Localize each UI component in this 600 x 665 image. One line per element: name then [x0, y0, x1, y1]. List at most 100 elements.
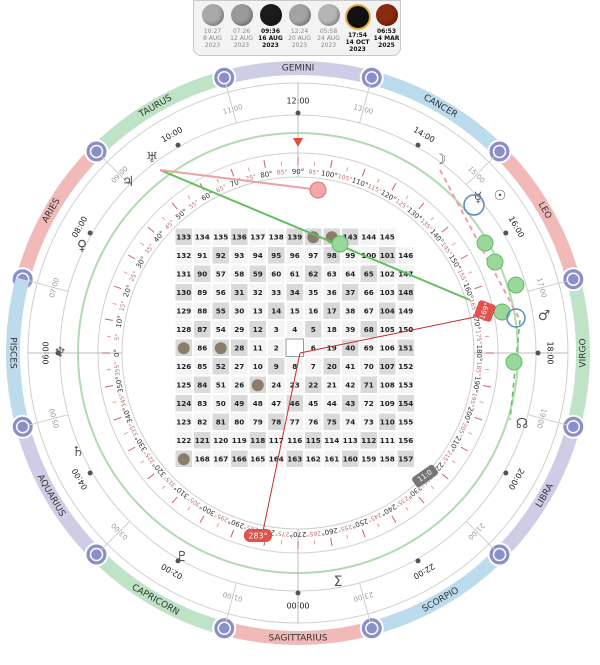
grid-cell[interactable]	[396, 357, 415, 376]
grid-cell[interactable]	[322, 264, 341, 283]
grid-cell[interactable]	[230, 320, 249, 339]
grid-cell[interactable]	[304, 264, 323, 283]
grid-cell[interactable]	[211, 412, 230, 431]
grid-cell[interactable]	[174, 264, 193, 283]
grid-cell[interactable]	[359, 394, 378, 413]
grid-cell[interactable]	[378, 412, 397, 431]
moon-phase-item[interactable]: 07:26 12 AUG 2023	[227, 4, 256, 49]
jupiter-icon[interactable]: ♃	[122, 174, 135, 190]
current-day-cell[interactable]	[285, 338, 304, 357]
grid-cell[interactable]	[211, 431, 230, 450]
grid-cell[interactable]	[396, 375, 415, 394]
grid-cell[interactable]	[396, 431, 415, 450]
grid-cell[interactable]	[396, 246, 415, 265]
grid-cell[interactable]	[322, 320, 341, 339]
grid-cell[interactable]	[304, 394, 323, 413]
grid-cell[interactable]	[359, 227, 378, 246]
grid-cell[interactable]	[285, 431, 304, 450]
grid-cell[interactable]	[285, 449, 304, 468]
sun-degree-tag[interactable]	[473, 299, 496, 322]
grid-cell[interactable]	[304, 246, 323, 265]
grid-cell[interactable]	[304, 338, 323, 357]
grid-cell[interactable]	[230, 449, 249, 468]
grid-cell[interactable]	[193, 227, 212, 246]
moon-phase-item[interactable]: 10:27 8 AUG 2023	[198, 4, 227, 49]
grid-cell[interactable]	[285, 301, 304, 320]
grid-cell[interactable]	[322, 283, 341, 302]
grid-cell[interactable]	[193, 283, 212, 302]
grid-cell[interactable]	[248, 264, 267, 283]
grid-cell[interactable]	[174, 394, 193, 413]
grid-cell[interactable]	[230, 394, 249, 413]
grid-cell[interactable]	[248, 320, 267, 339]
grid-cell[interactable]	[396, 283, 415, 302]
grid-cell[interactable]	[322, 412, 341, 431]
uranus-icon[interactable]: ♅	[146, 150, 159, 166]
grid-cell[interactable]	[341, 357, 360, 376]
planet-markers[interactable]: ♅♃♀♆♄♇Σ☽☿♂☉☊169°283°11:0	[54, 150, 551, 590]
grid-cell[interactable]	[230, 301, 249, 320]
grid-cell[interactable]	[285, 320, 304, 339]
grid-cell[interactable]	[248, 412, 267, 431]
grid-cell[interactable]	[285, 264, 304, 283]
grid-cell[interactable]	[341, 412, 360, 431]
pluto-icon[interactable]: ♇	[176, 549, 189, 565]
grid-cell[interactable]	[230, 246, 249, 265]
grid-cell[interactable]	[248, 301, 267, 320]
grid-cell[interactable]	[230, 264, 249, 283]
grid-cell[interactable]	[378, 449, 397, 468]
highlight-degree-tag[interactable]	[244, 529, 272, 542]
zodiac-sign-icon[interactable]	[359, 616, 384, 641]
grid-cell[interactable]	[341, 449, 360, 468]
grid-cell[interactable]	[193, 375, 212, 394]
grid-cell[interactable]	[230, 283, 249, 302]
grid-cell[interactable]	[211, 375, 230, 394]
grid-cell[interactable]	[359, 357, 378, 376]
moon-icon[interactable]: ☽	[434, 152, 447, 168]
zodiac-sign-icon[interactable]	[561, 267, 586, 292]
grid-cell[interactable]	[211, 246, 230, 265]
grid-cell[interactable]	[174, 227, 193, 246]
grid-cell[interactable]	[193, 412, 212, 431]
sigma-icon[interactable]: Σ	[334, 574, 343, 590]
zodiac-sign-icon[interactable]	[212, 65, 237, 90]
grid-cell[interactable]	[285, 246, 304, 265]
mercury-icon[interactable]: ☿	[474, 190, 483, 206]
grid-cell[interactable]	[341, 431, 360, 450]
grid-cell[interactable]	[322, 394, 341, 413]
grid-cell[interactable]	[267, 301, 286, 320]
grid-cell[interactable]	[304, 283, 323, 302]
grid-cell[interactable]	[285, 283, 304, 302]
grid-cell[interactable]	[359, 283, 378, 302]
grid-cell[interactable]	[285, 227, 304, 246]
grid-cell[interactable]	[378, 301, 397, 320]
grid-cell[interactable]	[378, 357, 397, 376]
grid-cell[interactable]	[174, 431, 193, 450]
grid-cell[interactable]	[322, 431, 341, 450]
grid-cell[interactable]	[174, 283, 193, 302]
mars-icon[interactable]: ♂	[538, 308, 551, 324]
grid-cell[interactable]	[322, 449, 341, 468]
grid-cell[interactable]	[359, 449, 378, 468]
grid-cell[interactable]	[211, 283, 230, 302]
grid-cell[interactable]	[230, 357, 249, 376]
grid-cell[interactable]	[322, 301, 341, 320]
grid-cell[interactable]	[359, 412, 378, 431]
grid-cell[interactable]	[193, 264, 212, 283]
grid-cell[interactable]	[304, 357, 323, 376]
grid-cell[interactable]	[267, 264, 286, 283]
grid-cell[interactable]	[267, 394, 286, 413]
aspect-chip[interactable]	[476, 234, 494, 252]
grid-cell[interactable]	[378, 227, 397, 246]
grid-cell[interactable]	[341, 264, 360, 283]
grid-cell[interactable]	[248, 227, 267, 246]
grid-cell[interactable]	[267, 375, 286, 394]
saturn-icon[interactable]: ♄	[72, 444, 85, 460]
sun-icon[interactable]: ☉	[494, 188, 507, 204]
grid-cell[interactable]	[378, 431, 397, 450]
grid-cell[interactable]	[378, 394, 397, 413]
grid-cell[interactable]	[248, 431, 267, 450]
grid-cell[interactable]	[341, 375, 360, 394]
